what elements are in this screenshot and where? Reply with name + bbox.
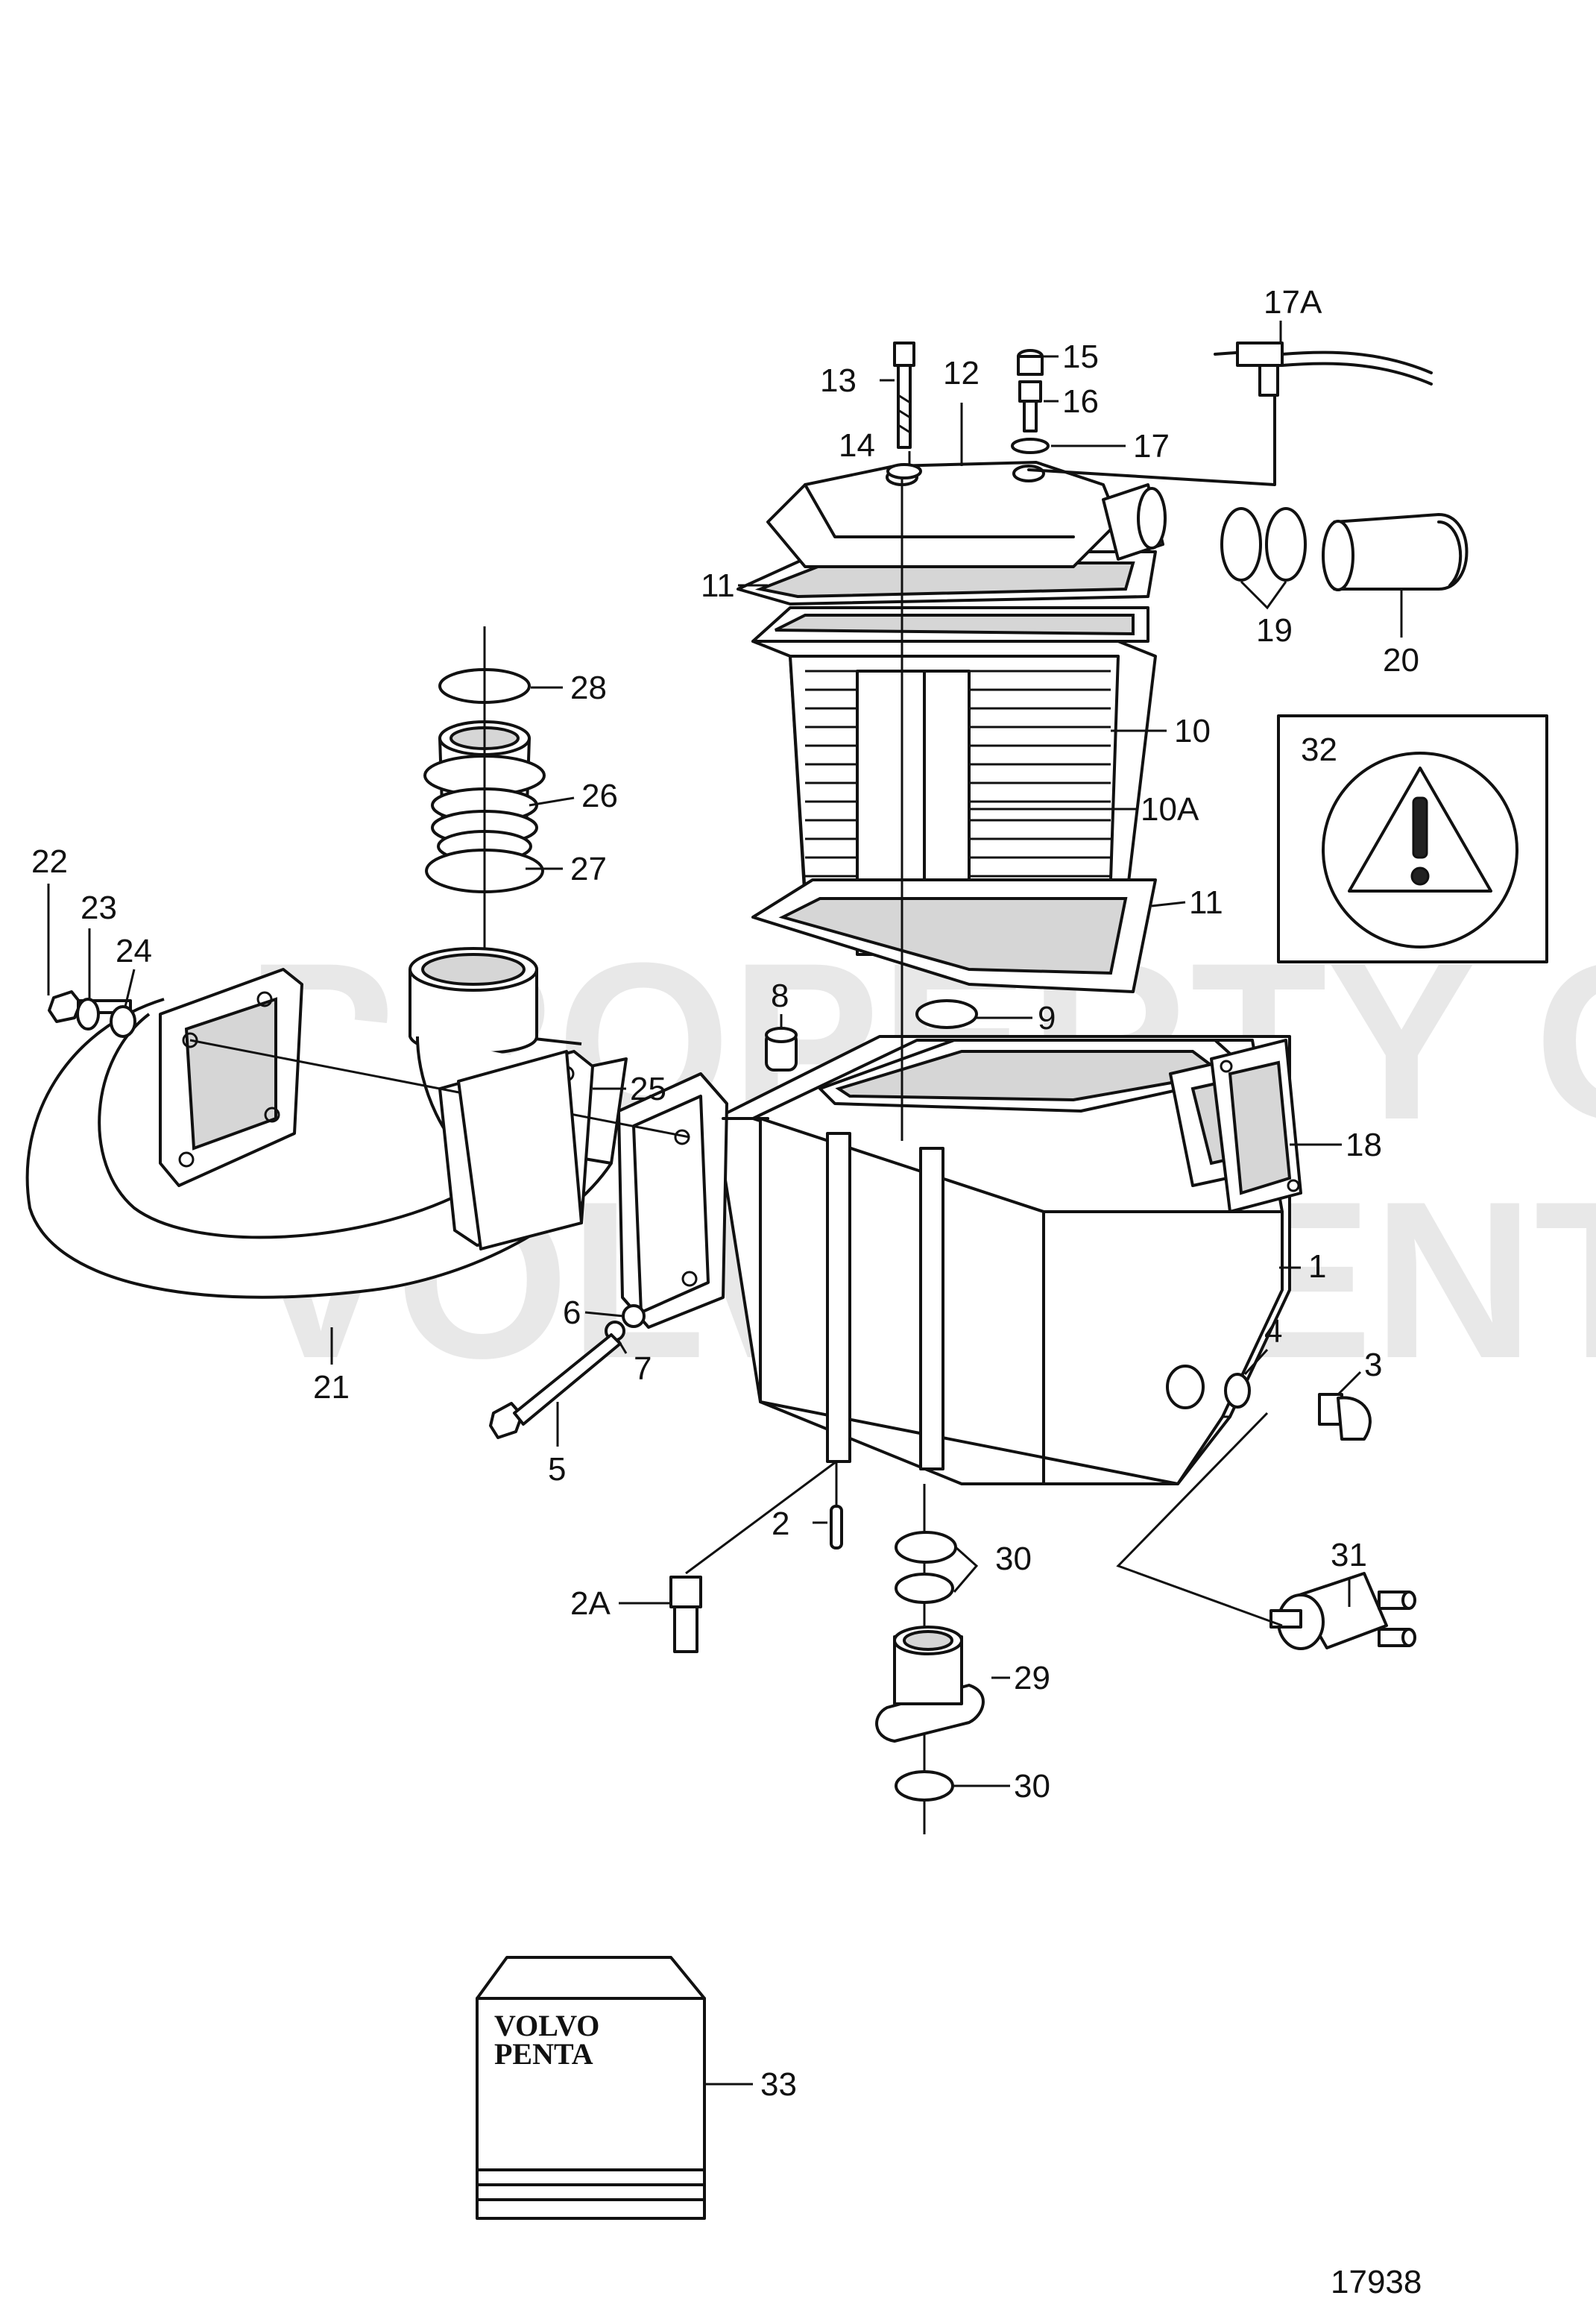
label-part-21: 21 [313,1369,350,1406]
fitting-29 [875,1626,985,1743]
gasket-25 [457,1050,583,1250]
figure-number: 17938 [1331,2264,1422,2300]
label-part-30-upper: 30 [995,1541,1032,1577]
warning-triangle-icon [1348,767,1492,893]
label-part-20: 20 [1383,642,1419,679]
plug-3 [1318,1393,1372,1441]
label-part-7: 7 [634,1350,652,1387]
bolt-5 [489,1333,622,1439]
label-part-3: 3 [1364,1347,1382,1383]
label-part-10a: 10A [1141,791,1199,828]
dowel-8 [765,1027,798,1072]
washer-4 [1224,1373,1251,1409]
label-part-11-upper: 11 [701,567,735,604]
label-part-30-lower: 30 [1014,1768,1050,1805]
label-part-19: 19 [1256,612,1293,649]
heat-exchanger-housing [714,1035,1299,1485]
label-part-1: 1 [1308,1248,1326,1285]
o-ring-30c [895,1770,954,1802]
pin-2 [830,1505,843,1549]
book-brand-line-2: PENTA [494,2037,593,2071]
washer-17 [1011,438,1050,454]
label-part-22: 22 [31,843,68,880]
label-part-25: 25 [630,1071,666,1107]
part-labels: 1 2 2A 3 4 5 6 7 8 9 10 10A 11 11 12 13 … [31,284,1422,2300]
label-part-33: 33 [760,2066,797,2103]
gasket-11-lower [751,878,1157,993]
label-part-4: 4 [1264,1313,1282,1350]
o-ring-30a [895,1531,957,1564]
label-part-18: 18 [1346,1127,1382,1163]
sender-31 [1269,1572,1416,1650]
sensor-2a [669,1576,702,1653]
cooler-cover [766,461,1167,568]
book-brand-line-1: VOLVO [494,2009,599,2042]
label-part-26: 26 [581,778,618,814]
washer-14 [886,463,922,479]
washer-23 [76,998,100,1031]
cooler-fins [805,670,1111,878]
label-part-24: 24 [116,933,152,969]
o-ring-19b [1265,507,1307,582]
label-part-8: 8 [771,978,789,1014]
label-part-15: 15 [1062,339,1099,375]
label-part-9: 9 [1038,1000,1056,1036]
label-part-10: 10 [1174,713,1211,749]
label-part-31: 31 [1331,1537,1367,1573]
washer-24 [110,1005,136,1038]
label-part-23: 23 [81,890,117,926]
label-part-14: 14 [839,427,875,464]
label-part-13: 13 [820,362,857,399]
plug-15 [1017,349,1044,376]
label-part-6: 6 [563,1294,581,1331]
washer-6 [622,1304,646,1328]
nipple-16 [1018,380,1042,432]
o-ring-19a [1220,507,1262,582]
label-part-11-lower: 11 [1189,884,1223,921]
label-part-5: 5 [548,1451,566,1488]
label-part-2: 2 [772,1505,789,1542]
label-part-17a: 17A [1264,284,1322,321]
warning-box [1277,714,1548,963]
label-part-17: 17 [1133,428,1170,465]
fitting-17a [1027,342,1433,486]
housing-inlet-flange [617,1072,769,1329]
label-part-28: 28 [570,670,607,706]
o-ring-9 [915,999,978,1029]
label-part-32: 32 [1301,731,1337,768]
flange-gasket-18 [1210,1039,1302,1213]
hose-20 [1322,513,1469,591]
manual-book: VOLVO PENTA [476,1956,706,2220]
housing-port [1166,1365,1205,1409]
label-part-16: 16 [1062,383,1099,420]
label-part-12: 12 [943,355,980,391]
bolt-13 [893,342,915,449]
o-ring-30b [895,1573,954,1604]
leader-lines [47,321,1403,2086]
label-part-2a: 2A [570,1585,611,1622]
label-part-29: 29 [1014,1660,1050,1696]
label-part-27: 27 [570,851,607,887]
